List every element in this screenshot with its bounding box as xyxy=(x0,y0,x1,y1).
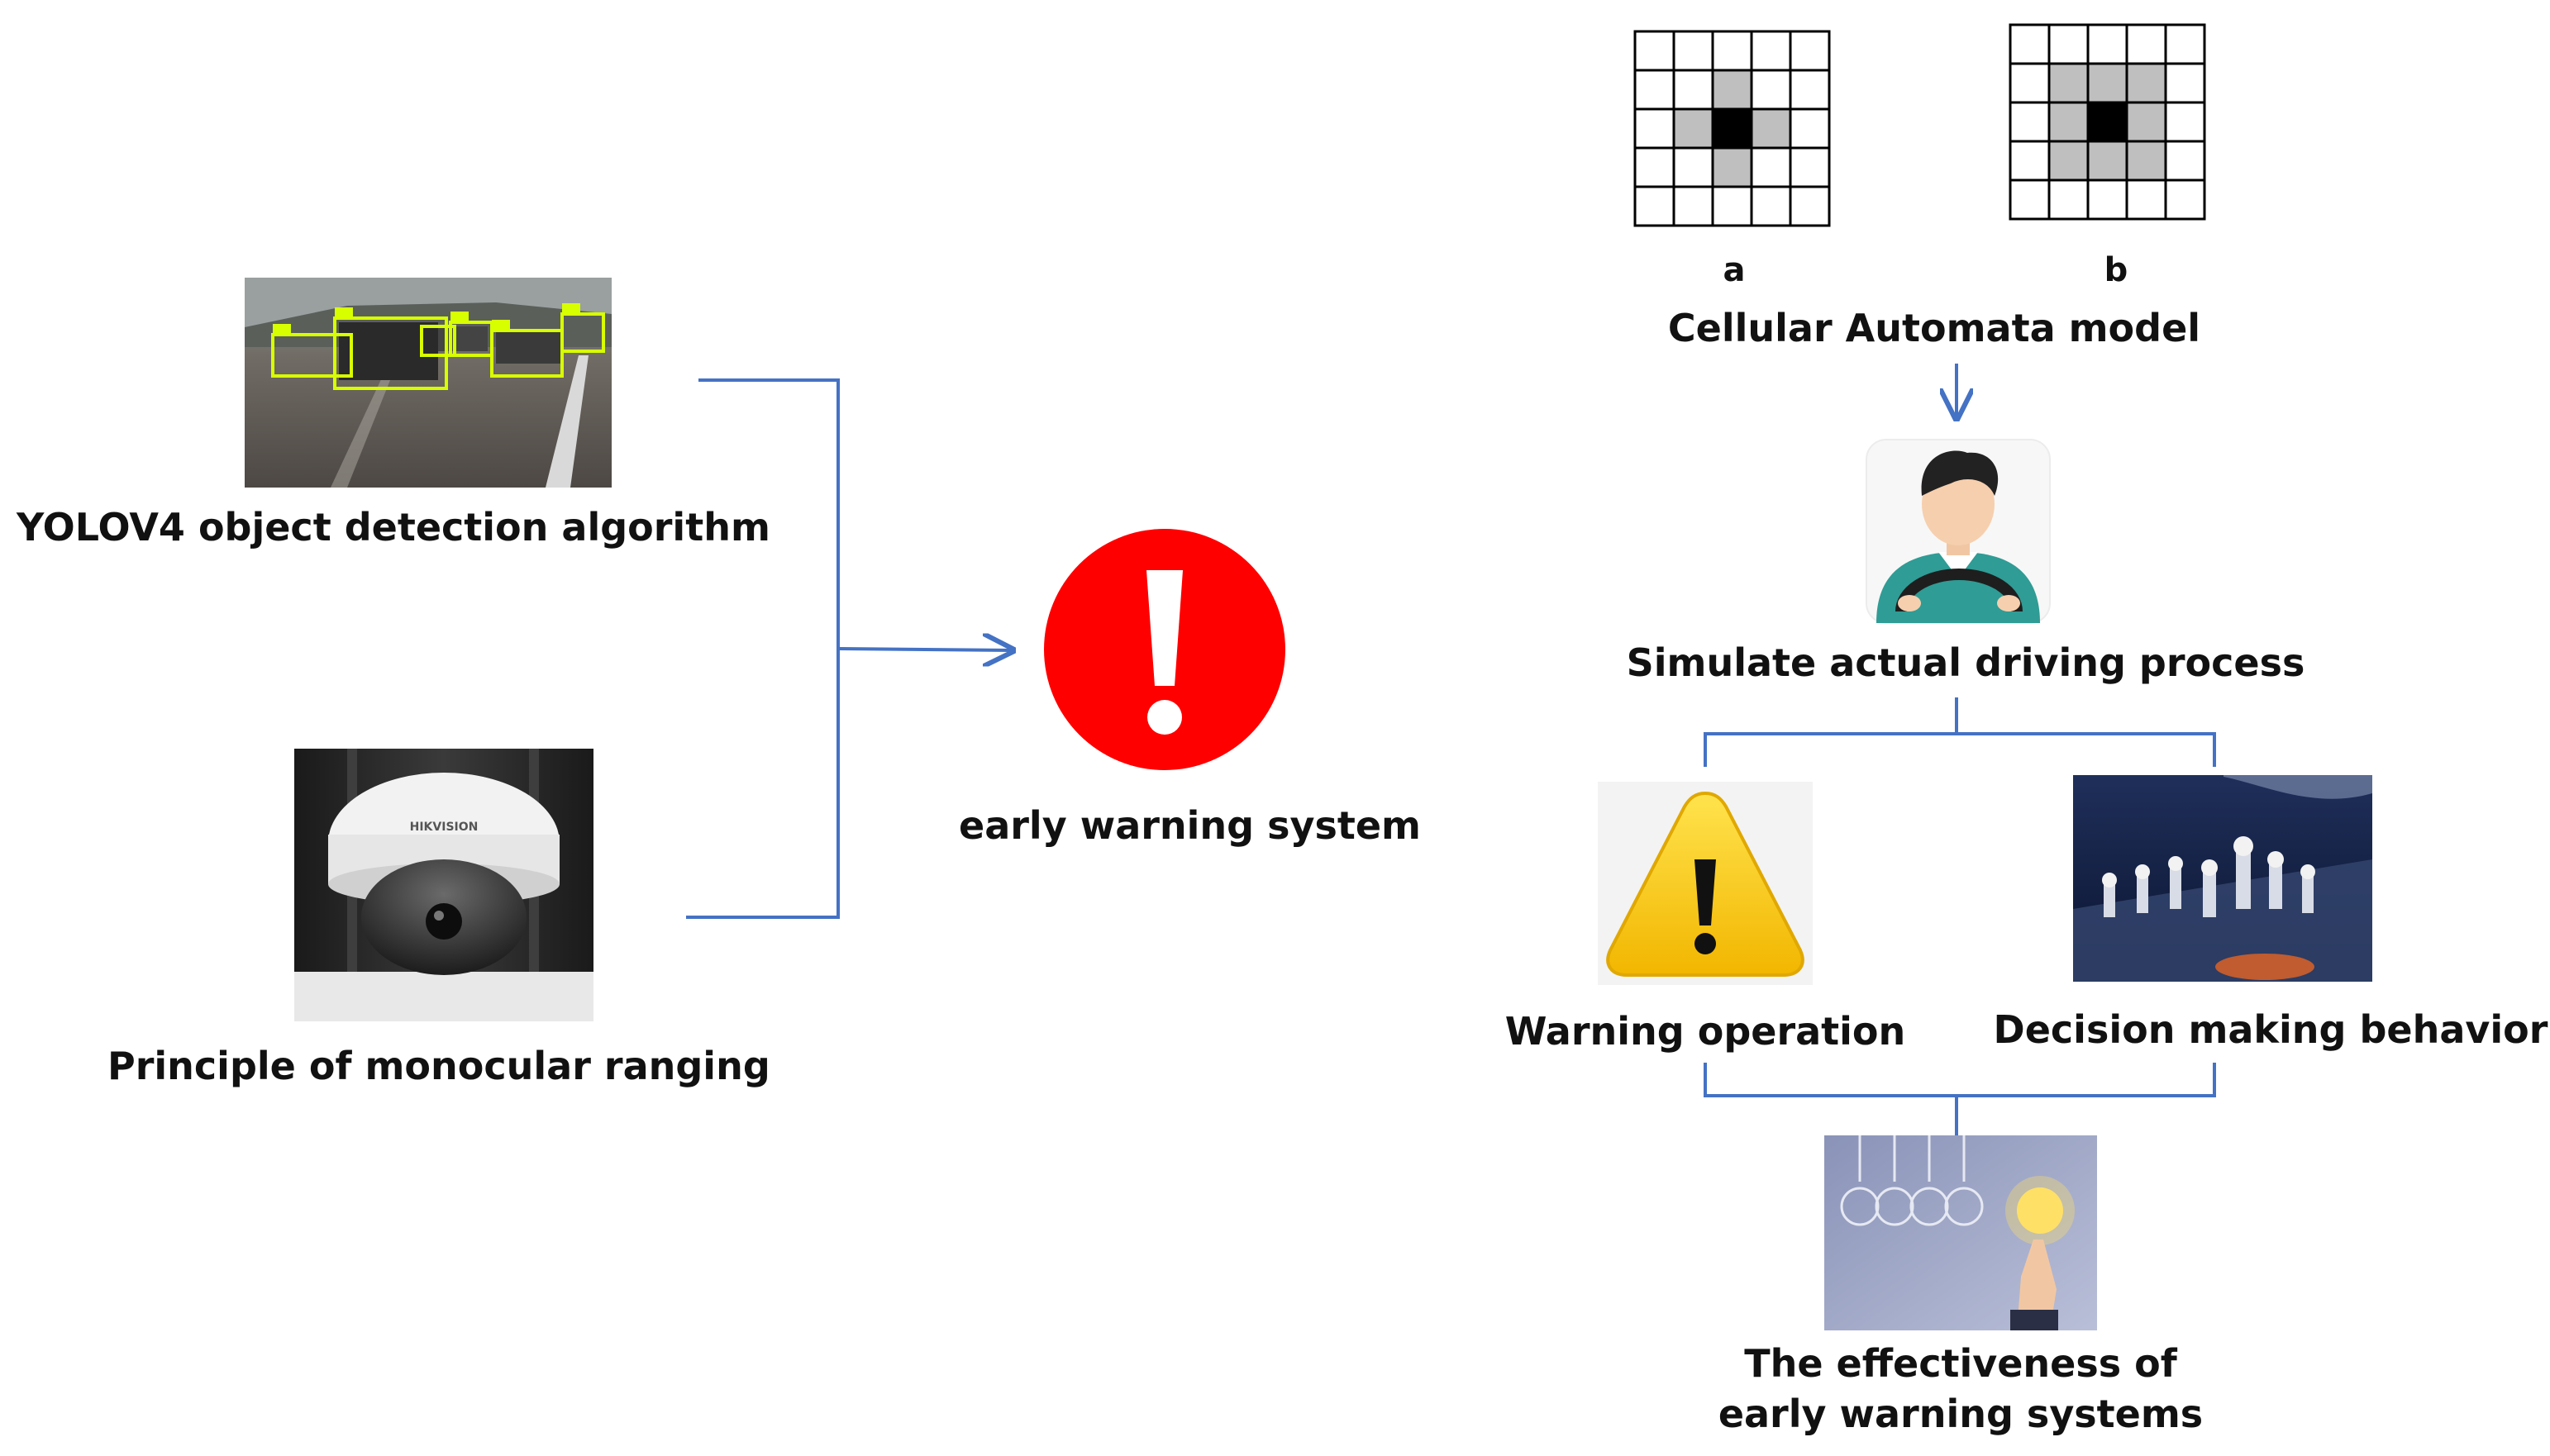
ranging-label: Principle of monocular ranging xyxy=(107,1044,770,1088)
yolo-label: YOLOV4 object detection algorithm xyxy=(16,505,770,550)
grid-cell xyxy=(1711,30,1753,72)
hazard-triangle-icon xyxy=(1598,782,1813,985)
effectiveness-line2: early warning systems xyxy=(1718,1392,2203,1436)
lightbulb-photo xyxy=(1824,1135,2097,1330)
grid-cell xyxy=(1711,146,1753,188)
ca-grid-a xyxy=(1633,30,1831,227)
grid-cell xyxy=(1633,30,1675,72)
grid-cell xyxy=(1789,69,1831,111)
detection-photo xyxy=(245,278,612,488)
grid-cell xyxy=(1711,107,1753,150)
grid-cell xyxy=(1711,69,1753,111)
warning-label: early warning system xyxy=(959,803,1421,848)
left-bracket-connector xyxy=(686,378,840,919)
grid-cell xyxy=(2125,140,2167,182)
grid-cell xyxy=(1633,107,1675,150)
grid-cell xyxy=(2086,62,2128,104)
grid-cell xyxy=(1672,185,1714,227)
grid-cell xyxy=(1672,146,1714,188)
grid-cell xyxy=(2164,23,2206,65)
ca-grid-b xyxy=(2009,23,2206,221)
warning-operation-label: Warning operation xyxy=(1505,1009,1906,1054)
grid-cell xyxy=(2047,62,2090,104)
grid-cell xyxy=(2125,178,2167,221)
grid-cell xyxy=(2086,140,2128,182)
grid-cell xyxy=(1633,146,1675,188)
grid-cell xyxy=(1711,185,1753,227)
grid-cell xyxy=(2164,101,2206,143)
arrow-to-warning xyxy=(837,649,1013,650)
grid-cell xyxy=(2009,23,2051,65)
grid-cell xyxy=(1672,69,1714,111)
ca-label: Cellular Automata model xyxy=(1668,306,2200,350)
grid-cell xyxy=(2047,101,2090,143)
alert-circle-icon xyxy=(1044,529,1285,770)
grid-cell xyxy=(2125,23,2167,65)
grid-cell xyxy=(2047,178,2090,221)
grid-cell xyxy=(2009,62,2051,104)
grid-cell xyxy=(2086,178,2128,221)
grid-cell xyxy=(2047,23,2090,65)
camera-brand: HIKVISION xyxy=(410,821,479,834)
chess-photo xyxy=(2073,775,2372,982)
grid-cell xyxy=(2009,140,2051,182)
split-bracket-connector xyxy=(1704,732,2216,767)
effectiveness-line1: The effectiveness of xyxy=(1744,1341,2178,1386)
dome-camera-photo: HIKVISION xyxy=(294,749,593,1021)
merge-bracket-connector xyxy=(1704,1063,2216,1097)
grid-cell xyxy=(1750,69,1792,111)
grid-cell xyxy=(1789,107,1831,150)
grid-cell xyxy=(2164,140,2206,182)
grid-a-label: a xyxy=(1723,251,1746,289)
grid-cell xyxy=(1750,30,1792,72)
driving-label: Simulate actual driving process xyxy=(1627,640,2305,685)
driver-icon xyxy=(1866,439,2051,624)
grid-cell xyxy=(2125,101,2167,143)
grid-cell xyxy=(2086,101,2128,143)
grid-cell xyxy=(2009,101,2051,143)
grid-cell xyxy=(2047,140,2090,182)
grid-cell xyxy=(1633,69,1675,111)
grid-cell xyxy=(2125,62,2167,104)
grid-cell xyxy=(2009,178,2051,221)
grid-cell xyxy=(2086,23,2128,65)
grid-cell xyxy=(1633,185,1675,227)
grid-cell xyxy=(1750,107,1792,150)
decision-label: Decision making behavior xyxy=(1994,1007,2548,1052)
grid-b-label: b xyxy=(2104,251,2128,289)
grid-cell xyxy=(1789,30,1831,72)
grid-cell xyxy=(1672,107,1714,150)
grid-cell xyxy=(1789,146,1831,188)
grid-cell xyxy=(1789,185,1831,227)
grid-cell xyxy=(1750,185,1792,227)
grid-cell xyxy=(2164,62,2206,104)
grid-cell xyxy=(1672,30,1714,72)
grid-cell xyxy=(1750,146,1792,188)
grid-cell xyxy=(2164,178,2206,221)
